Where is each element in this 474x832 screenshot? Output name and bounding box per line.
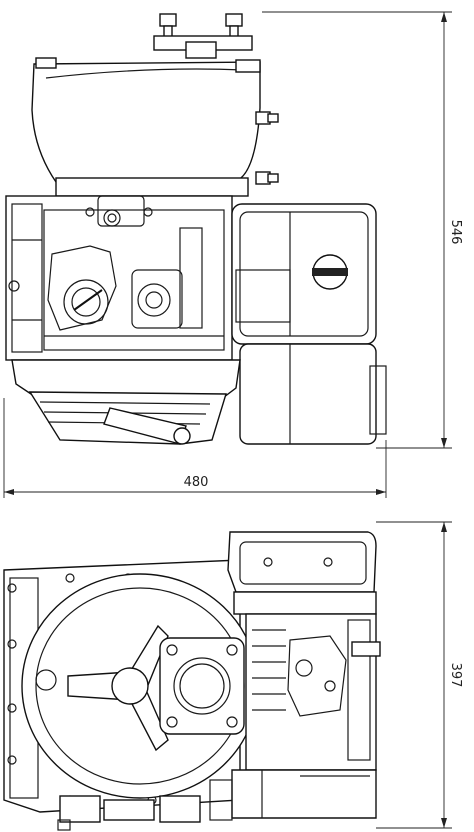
air-cleaner-housing (231, 203, 377, 345)
dimension-width-top: 480 (3, 398, 387, 498)
cylinder-head-plan (245, 613, 381, 771)
pto-shaft-assembly (67, 624, 245, 752)
dimension-label-546: 546 (448, 220, 463, 245)
muffler-plan (209, 769, 377, 821)
crankcase-bottom (11, 359, 241, 445)
muffler (239, 343, 387, 445)
air-cleaner-plan (227, 531, 377, 615)
base-feet (57, 795, 201, 831)
shroud-base (55, 177, 249, 197)
top-mounting-studs (153, 13, 253, 59)
fuel-tank-shroud (31, 57, 261, 183)
engine-front-view: 546 480 (3, 11, 463, 498)
dimension-height-bottom: 397 (376, 521, 463, 829)
dimension-height-top: 546 (262, 11, 463, 449)
dimension-label-397: 397 (448, 663, 463, 688)
engine-plan-view: 397 (3, 521, 463, 831)
shroud-side-bolts (255, 111, 279, 185)
engine-block (5, 195, 233, 361)
dimension-label-480: 480 (184, 475, 209, 490)
